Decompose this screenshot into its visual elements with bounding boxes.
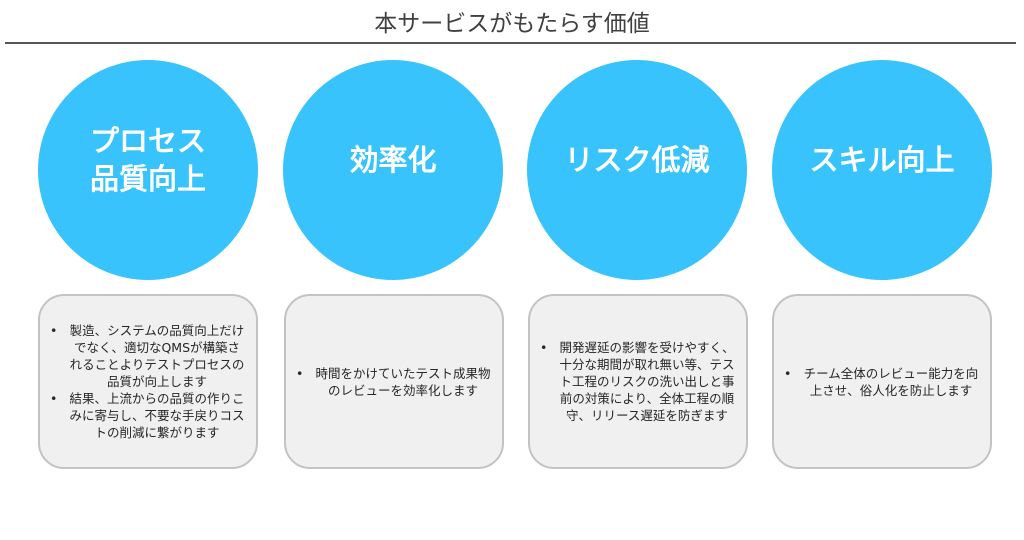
- value-heading: リスク低減: [564, 143, 710, 177]
- bullet-icon: •: [296, 365, 304, 381]
- value-circle-efficiency: 効率化: [283, 60, 503, 280]
- title-divider: [5, 42, 1016, 44]
- bullet-text: 製造、システムの品質向上だけでなく、適切なQMSが構築されることよりテストプロセ…: [69, 323, 245, 389]
- bullet-item: • 結果、上流からの品質の作りこみに寄与し、不要な手戻りコストの削減に繋がります: [50, 390, 246, 441]
- bullet-list: • 時間をかけていたテスト成果物のレビューを効率化します: [286, 365, 502, 399]
- value-heading: 効率化: [349, 143, 437, 177]
- bullet-item: • 開発遅延の影響を受けやすく、十分な期間が取れ無い等、テスト工程のリスクの洗い…: [540, 339, 736, 424]
- slide-title: 本サービスがもたらす価値: [374, 11, 650, 37]
- value-heading: スキル向上: [809, 143, 955, 177]
- bullet-list: • チーム全体のレビュー能力を向上させ、俗人化を防止します: [774, 365, 990, 399]
- value-circle-process-quality: プロセス 品質向上: [38, 60, 258, 280]
- bullet-text: 開発遅延の影響を受けやすく、十分な期間が取れ無い等、テスト工程のリスクの洗い出し…: [559, 340, 735, 423]
- value-card-process-quality: • 製造、システムの品質向上だけでなく、適切なQMSが構築されることよりテストプ…: [38, 294, 258, 469]
- bullet-list: • 製造、システムの品質向上だけでなく、適切なQMSが構築されることよりテストプ…: [40, 322, 256, 441]
- value-card-skill-improvement: • チーム全体のレビュー能力を向上させ、俗人化を防止します: [772, 294, 992, 469]
- bullet-text: 時間をかけていたテスト成果物のレビューを効率化します: [315, 365, 491, 398]
- value-circle-risk-reduction: リスク低減: [527, 60, 747, 280]
- value-card-risk-reduction: • 開発遅延の影響を受けやすく、十分な期間が取れ無い等、テスト工程のリスクの洗い…: [528, 294, 748, 469]
- value-circle-skill-improvement: スキル向上: [772, 60, 992, 280]
- bullet-item: • 製造、システムの品質向上だけでなく、適切なQMSが構築されることよりテストプ…: [50, 322, 246, 390]
- bullet-icon: •: [784, 365, 792, 381]
- bullet-text: 結果、上流からの品質の作りこみに寄与し、不要な手戻りコストの削減に繋がります: [69, 391, 245, 440]
- bullet-item: • チーム全体のレビュー能力を向上させ、俗人化を防止します: [784, 365, 980, 399]
- bullet-text: チーム全体のレビュー能力を向上させ、俗人化を防止します: [803, 365, 979, 398]
- bullet-icon: •: [540, 340, 548, 355]
- value-heading: プロセス 品質向上: [89, 124, 206, 196]
- bullet-list: • 開発遅延の影響を受けやすく、十分な期間が取れ無い等、テスト工程のリスクの洗い…: [530, 339, 746, 424]
- bullet-item: • 時間をかけていたテスト成果物のレビューを効率化します: [296, 365, 492, 399]
- value-card-efficiency: • 時間をかけていたテスト成果物のレビューを効率化します: [284, 294, 504, 469]
- bullet-icon: •: [50, 391, 58, 406]
- bullet-icon: •: [50, 323, 58, 338]
